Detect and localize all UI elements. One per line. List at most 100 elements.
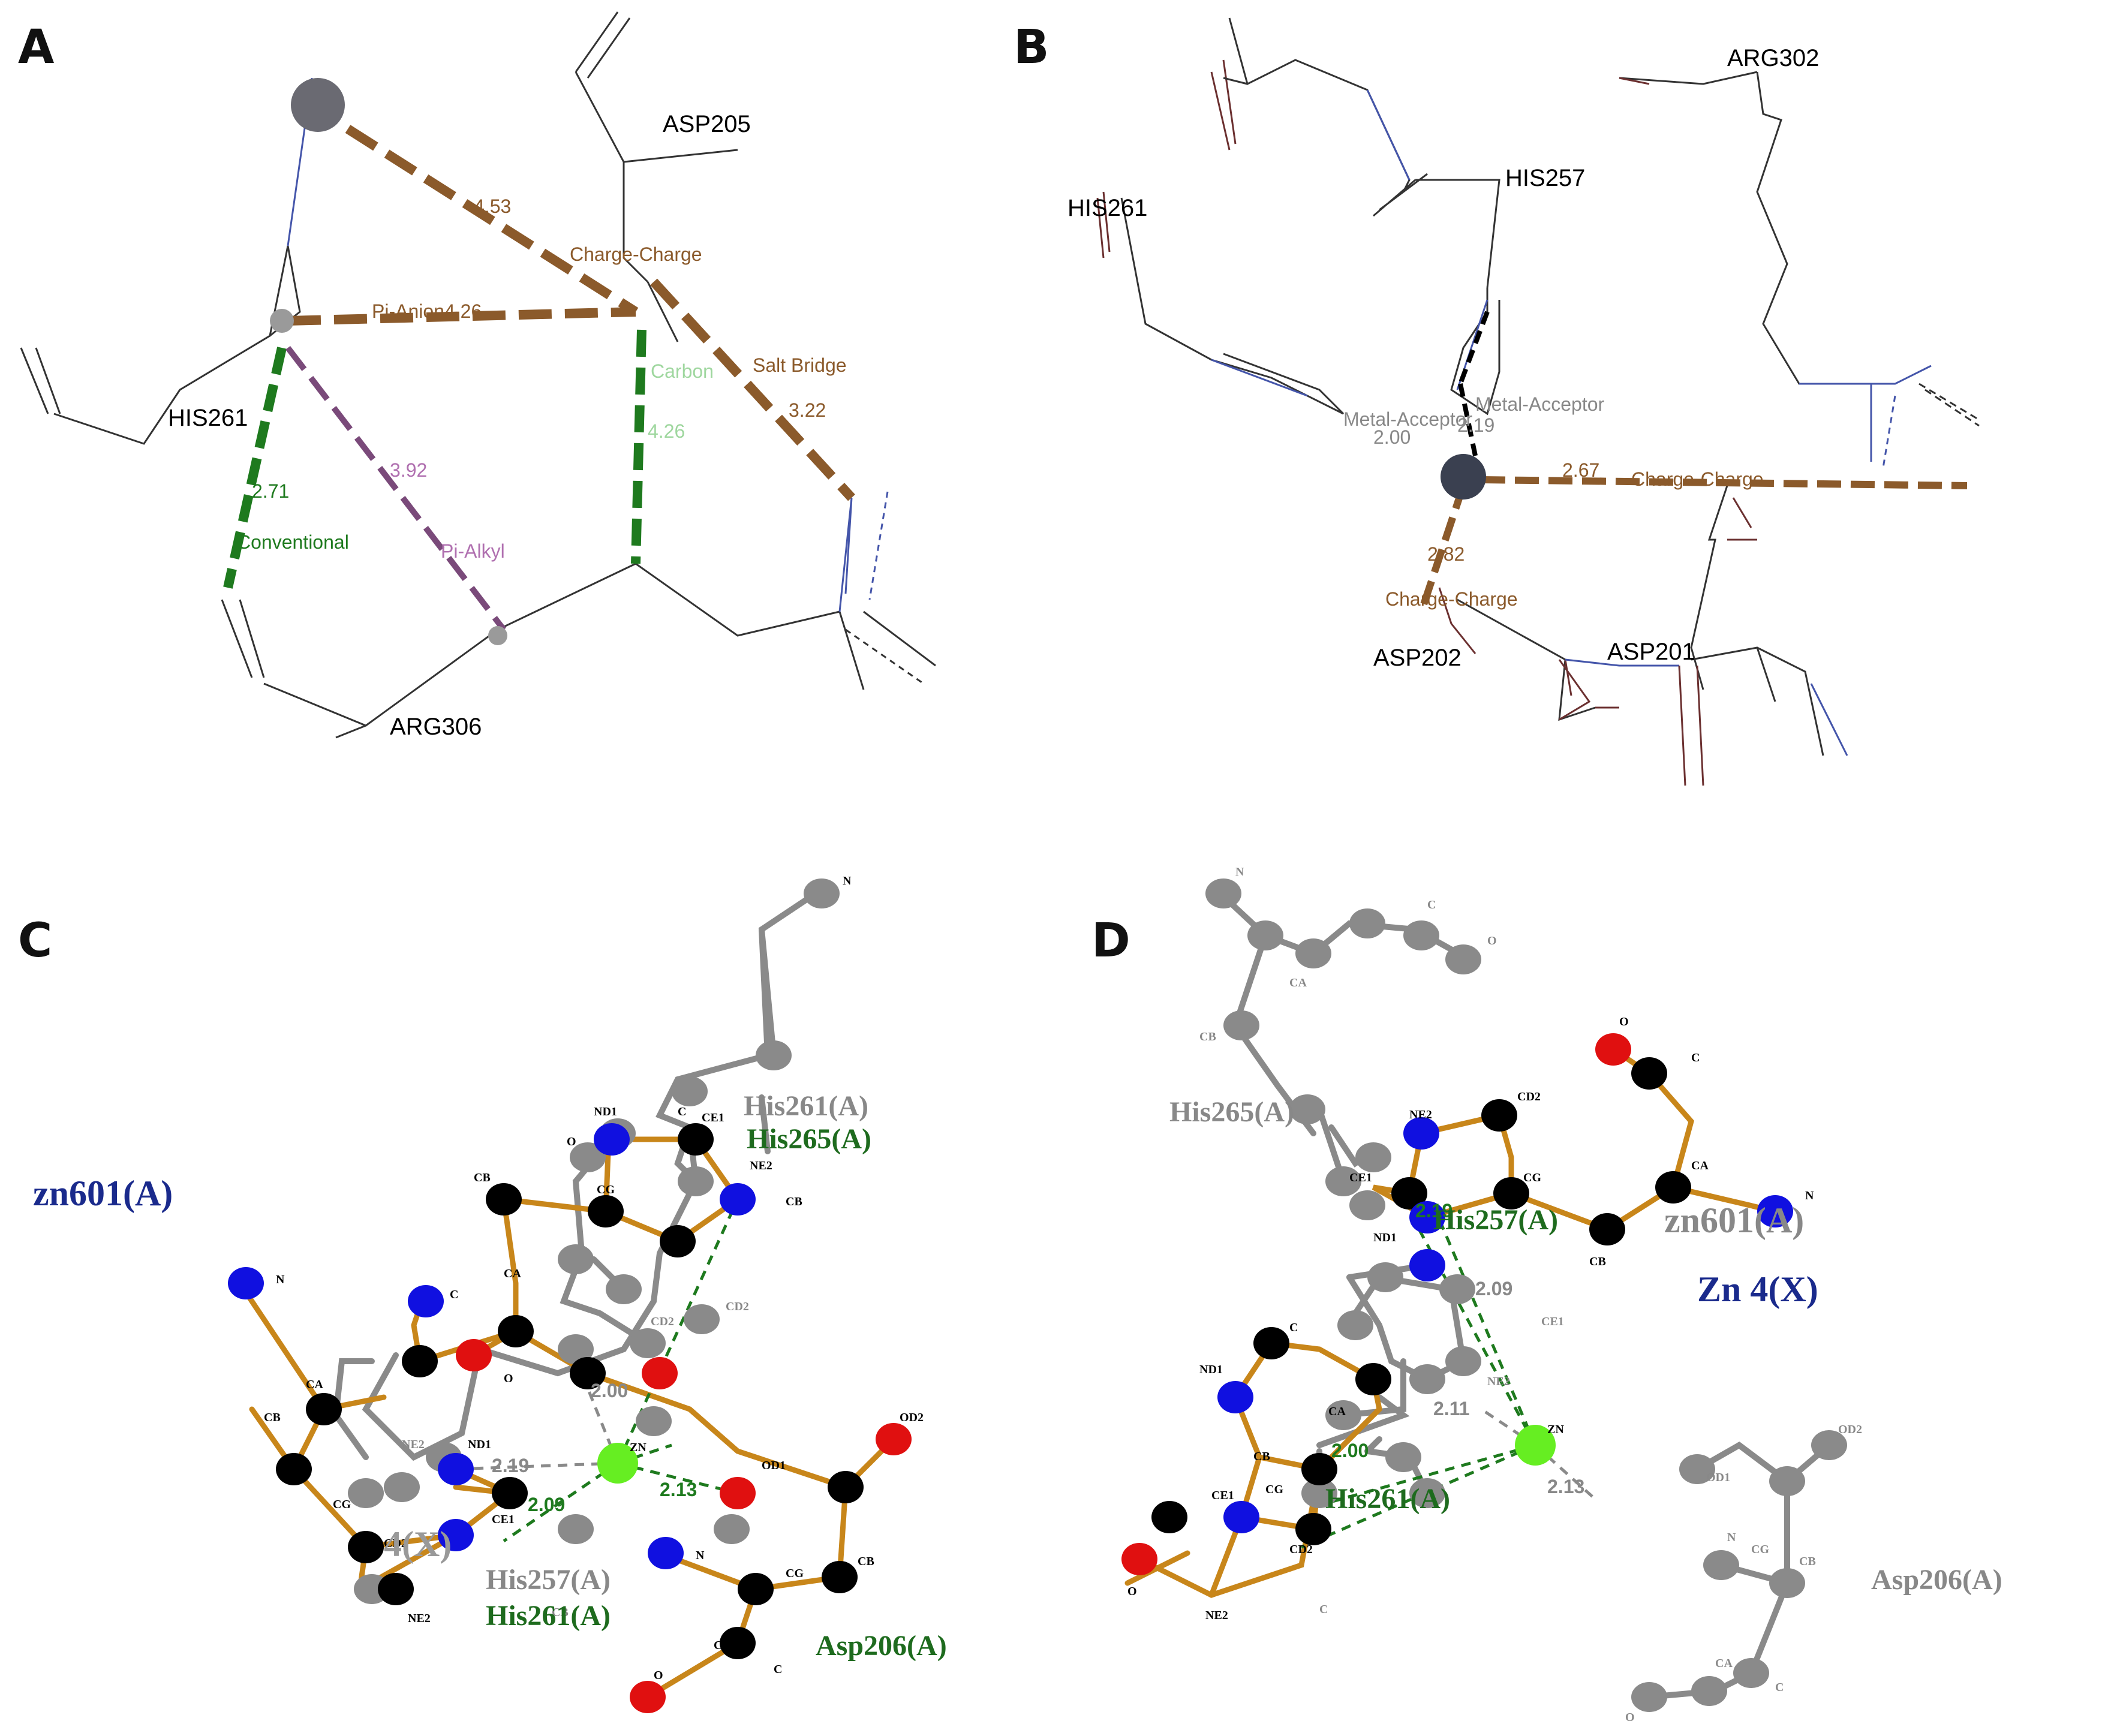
distance-label: 2.00 [1331,1440,1369,1461]
panel-d-diagram: N C O CA CB NE2 CD2 CG CE1 ND1 CB CA C O… [1121,865,2002,1724]
distance-label: 2.19 [1415,1200,1453,1221]
atom-label: O [1487,934,1497,947]
distance-label: 4.26 [648,420,685,442]
atom-label: C [1775,1681,1784,1694]
atom-label: ND1 [1373,1231,1397,1244]
atom-label: CB [1799,1555,1816,1568]
atom-label: N [1727,1531,1736,1544]
interaction-label: Metal-Acceptor [1343,408,1473,430]
interaction-label: Carbon [651,360,714,382]
atom-label: C [1427,898,1436,911]
distance-label: 2.19 [492,1455,529,1476]
atom-label: CB [264,1411,281,1424]
atom-label: CB [1199,1030,1216,1043]
distance-label: 3.92 [390,459,427,481]
atom-label: CB [1253,1450,1270,1463]
atom-label: ZN [630,1441,646,1454]
atom-label: OD1 [762,1459,786,1472]
atom-label: ND1 [468,1438,491,1451]
distance-label: 2.13 [1547,1476,1584,1497]
distance-label: 3.22 [789,399,826,421]
atom-label: O [1127,1585,1137,1598]
atom-label: CA [1328,1405,1346,1418]
distance-label: 4.53 [474,195,511,217]
atom-label: ZN [1547,1423,1564,1436]
residue-arg302: ARG302 [1727,45,1819,71]
label-zn601: zn601(A) [1664,1201,1804,1240]
atom-label: CG [786,1567,804,1580]
atom-label: C [1319,1603,1328,1616]
label-asp206: Asp206(A) [816,1630,947,1662]
residue-asp201: ASP201 [1607,639,1695,665]
interaction-label: Charge-Charge [1631,468,1764,490]
atom-label: CA [1691,1159,1709,1172]
atom-label: C [1691,1051,1700,1064]
panel-b-letter: B [1014,20,1049,74]
label-his265: His265(A) [1169,1096,1294,1128]
panel-b-metal-atom [1441,454,1486,500]
atom-label: OD1 [1706,1471,1730,1484]
distance-label: 2.09 [528,1494,565,1515]
interaction-label: Charge-Charge [570,243,702,265]
panel-c-diagram: C [18,874,947,1713]
atom-label: NE2 [1409,1108,1432,1121]
panel-d-zinc-atom [1515,1425,1556,1466]
atom-label: CG [597,1183,615,1196]
atom-label: N [1805,1189,1814,1202]
residue-his261: HIS261 [1067,195,1147,221]
panel-d-nitrogen-atoms [1217,1117,1793,1533]
label-his265: His265(A) [747,1123,871,1155]
panel-a-metal-atom [291,78,345,132]
atom-label: C [678,1105,686,1118]
interaction-label: Conventional [237,531,349,553]
label-his261: His261(A) [1325,1483,1450,1515]
interaction-label: Charge-Charge [1385,588,1518,610]
distance-label: 2.09 [1475,1278,1512,1299]
atom-label: O [567,1135,576,1148]
atom-label: O [1619,1015,1629,1028]
panel-b: B ARG302 [960,0,2117,798]
panel-d: N C O CA CB NE2 CD2 CG CE1 ND1 CB CA C O… [1091,846,2117,1736]
atom-label: CD2 [1289,1543,1313,1556]
atom-label: NE2 [1487,1375,1510,1388]
interaction-label: Metal-Acceptor [1475,393,1605,415]
panel-b-interactions [1418,311,1968,613]
interaction-label: Salt Bridge [753,354,847,376]
atom-label: CG [1523,1171,1541,1184]
atom-label: CE1 [1211,1489,1234,1502]
atom-label: CG [333,1498,351,1511]
atom-label: CB [786,1195,802,1208]
atom-label: NE2 [1205,1609,1228,1622]
panel-d-carbon-atoms [1151,1057,1691,1545]
label-his257: His257(A) [1433,1204,1558,1236]
panel-c-oxygen-atoms [456,1339,912,1713]
atom-label: O [654,1669,663,1682]
distance-label: 2.11 [1433,1398,1470,1419]
panel-a-skeleton [20,11,936,739]
atom-label: ND1 [1199,1363,1223,1376]
residue-asp202: ASP202 [1373,645,1462,671]
residue-his261: HIS261 [168,405,248,431]
atom-label: CD2 [1517,1090,1541,1103]
atom-label: O [1625,1711,1635,1724]
distance-label: 2.00 [591,1380,628,1401]
atom-label: CA [504,1267,521,1280]
panel-d-letter: D [1091,914,1130,968]
atom-label: N [276,1273,285,1286]
distance-label: 2.71 [252,480,289,502]
atom-label: CA [1715,1657,1733,1670]
atom-label: N [1235,865,1244,878]
distance-label: 2.19 [1457,414,1494,436]
distance-label: 2.00 [1373,426,1411,448]
atom-label: OD2 [900,1411,924,1424]
atom-label: CB [552,1606,569,1619]
label-asp206: Asp206(A) [1871,1564,2002,1596]
panel-a-interactions [223,125,855,632]
panel-c-carbon-atoms [276,1123,864,1659]
panel-b-skeleton [1096,17,1980,786]
atom-label: CE1 [492,1513,515,1526]
panel-a-arg-atom [488,626,507,645]
atom-label: N [843,874,852,887]
atom-label: CD2 [384,1537,407,1550]
label-zn4: Zn 4(X) [1697,1269,1818,1309]
